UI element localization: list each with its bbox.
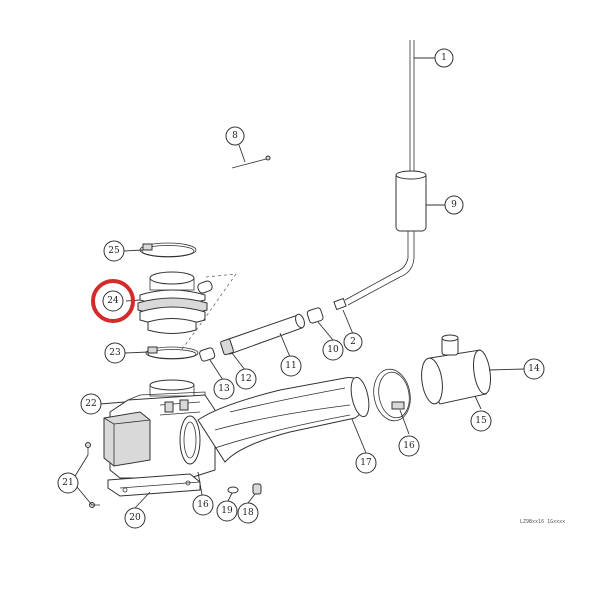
part-sleeve xyxy=(306,307,324,324)
svg-text:20: 20 xyxy=(129,513,141,523)
part-clamp-ring xyxy=(373,368,411,422)
callout-10: 10 xyxy=(322,339,344,361)
drawing-reference: LZ9Bxx16 1Gxxxx xyxy=(520,519,566,525)
part-small-sleeve xyxy=(199,347,216,362)
svg-text:12: 12 xyxy=(240,374,251,384)
part-bolt-small xyxy=(252,483,262,495)
part-coupling xyxy=(220,338,234,356)
part-bolts xyxy=(85,442,100,508)
svg-text:19: 19 xyxy=(221,506,233,516)
svg-text:18: 18 xyxy=(242,508,254,518)
svg-text:17: 17 xyxy=(360,458,372,468)
part-muffler xyxy=(421,334,491,405)
svg-text:1: 1 xyxy=(441,53,447,63)
part-pin xyxy=(231,155,271,169)
part-pump-housing xyxy=(103,379,216,479)
svg-text:22: 22 xyxy=(85,399,96,409)
svg-text:16: 16 xyxy=(197,500,209,510)
callout-20: 20 xyxy=(124,507,146,529)
callout-16-left: 16 xyxy=(192,494,214,516)
callout-11: 11 xyxy=(280,355,302,377)
callout-14: 14 xyxy=(523,358,545,380)
callout-13: 13 xyxy=(213,378,235,400)
part-cylinder xyxy=(395,170,427,232)
part-base-plate xyxy=(107,473,201,497)
callout-21: 21 xyxy=(57,472,79,494)
svg-text:15: 15 xyxy=(475,416,487,426)
callout-23: 23 xyxy=(104,342,126,364)
callout-15: 15 xyxy=(470,410,492,432)
part-fitting xyxy=(333,297,347,311)
callout-12: 12 xyxy=(235,368,257,390)
part-clamp-top xyxy=(139,242,197,258)
part-bent-tube xyxy=(344,231,415,306)
svg-text:13: 13 xyxy=(218,384,230,394)
svg-text:24: 24 xyxy=(107,296,119,306)
part-pipe xyxy=(223,313,305,355)
svg-text:10: 10 xyxy=(327,345,339,355)
callout-25: 25 xyxy=(103,240,125,262)
svg-text:14: 14 xyxy=(528,364,540,374)
svg-text:16: 16 xyxy=(403,441,415,451)
part-rod xyxy=(409,40,415,175)
part-bellows xyxy=(137,271,213,334)
part-hose xyxy=(197,376,370,463)
callout-24: 24 xyxy=(102,290,124,312)
svg-text:25: 25 xyxy=(108,246,120,256)
svg-text:11: 11 xyxy=(285,361,296,371)
callout-2: 2 xyxy=(343,332,363,352)
highlight-ring xyxy=(91,279,135,323)
callout-8: 8 xyxy=(225,126,245,146)
callout-16-right: 16 xyxy=(398,435,420,457)
construction-lines xyxy=(179,273,237,353)
callout-9: 9 xyxy=(444,195,464,215)
callout-22: 22 xyxy=(80,393,102,415)
part-clamp-lower xyxy=(145,346,199,360)
part-washer xyxy=(227,486,239,494)
svg-text:23: 23 xyxy=(109,348,121,358)
svg-text:2: 2 xyxy=(350,337,356,347)
svg-text:9: 9 xyxy=(451,200,457,210)
svg-text:21: 21 xyxy=(62,478,73,488)
callout-17: 17 xyxy=(355,452,377,474)
svg-text:8: 8 xyxy=(232,131,238,141)
callout-18: 18 xyxy=(237,502,259,524)
callout-19: 19 xyxy=(216,500,238,522)
callout-1: 1 xyxy=(434,48,454,68)
